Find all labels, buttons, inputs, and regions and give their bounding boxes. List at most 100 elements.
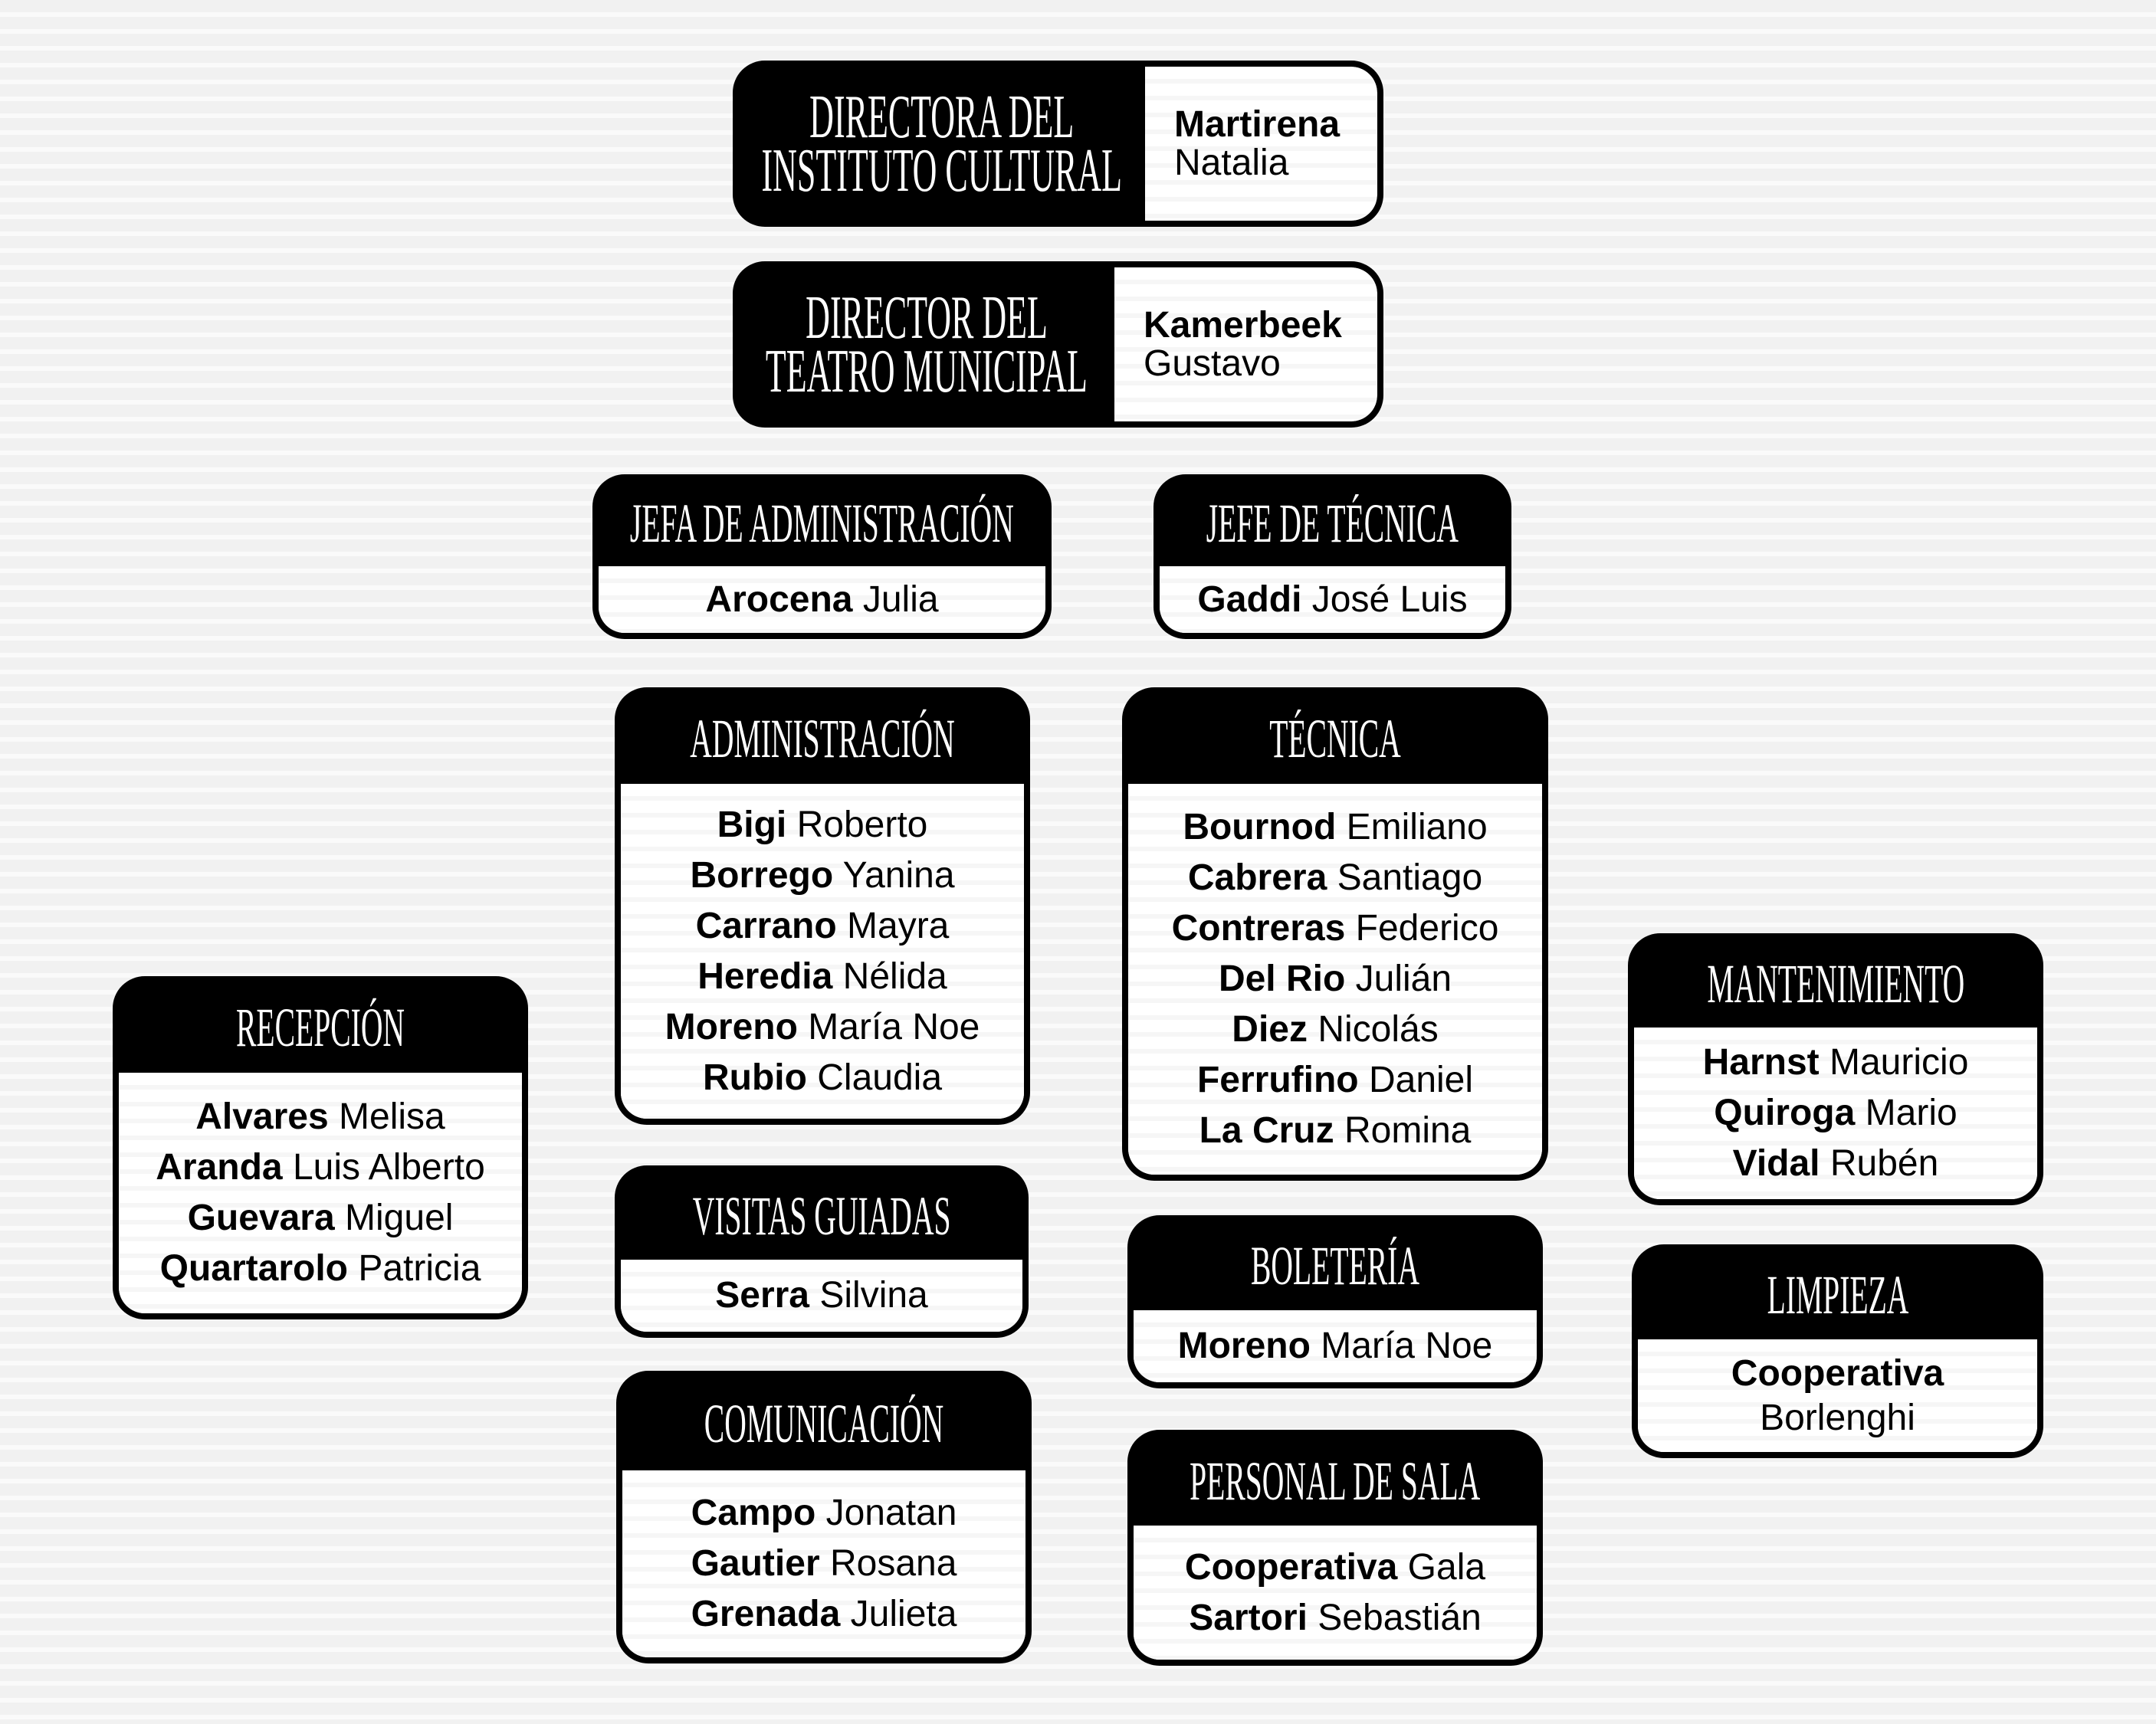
box-jefa-administracion: JEFA DE ADMINISTRACIÓN Arocena Julia [592, 474, 1052, 639]
person: Guevara Miguel [188, 1193, 454, 1244]
first-name: Gala [1407, 1546, 1486, 1588]
first-name: Julia [862, 578, 939, 620]
last-name: Cooperativa [1184, 1546, 1398, 1588]
person-first: Gustavo [1144, 343, 1281, 384]
person: Moreno María Noe [1178, 1321, 1493, 1372]
last-name: Kamerbeek [1144, 304, 1342, 346]
box-title-line: JEFE DE TÉCNICA [1206, 493, 1459, 554]
last-name: Cooperativa [1731, 1352, 1944, 1394]
last-name: Contreras [1171, 908, 1346, 949]
first-name: Jonatan [825, 1493, 957, 1533]
person: Gaddi José Luis [1197, 575, 1467, 625]
box-title: COMUNICACIÓN [622, 1377, 1025, 1470]
last-name: Moreno [665, 1006, 798, 1047]
first-name: Rubén [1829, 1143, 1939, 1184]
box-title-line: LIMPIEZA [1767, 1264, 1908, 1326]
box-title-line: PERSONAL DE SALA [1190, 1450, 1481, 1512]
last-name: Moreno [1177, 1326, 1311, 1366]
box-title: BOLETERÍA [1134, 1221, 1537, 1310]
box-members: Serra Silvina [621, 1260, 1022, 1332]
person: Contreras Federico [1172, 903, 1499, 954]
box-title-line: DIRECTOR DEL [806, 284, 1048, 352]
person: Carrano Mayra [696, 901, 950, 952]
last-name: Diez [1232, 1009, 1308, 1050]
first-name: Silvina [819, 1275, 928, 1316]
person: La Cruz Romina [1199, 1106, 1472, 1156]
first-name: Federico [1355, 908, 1499, 949]
box-title: JEFE DE TÉCNICA [1160, 480, 1505, 566]
box-title-line: TEATRO MUNICIPAL [765, 337, 1088, 405]
person: Harnst Mauricio [1703, 1037, 1969, 1088]
last-name: Gaddi [1197, 578, 1302, 620]
last-name: Arocena [705, 578, 853, 620]
person: Campo Jonatan [691, 1488, 957, 1539]
first-name: Miguel [345, 1198, 454, 1238]
last-name: Rubio [702, 1057, 807, 1098]
last-name: Guevara [187, 1198, 335, 1238]
box-title-line: COMUNICACIÓN [704, 1393, 944, 1454]
first-name: Claudia [817, 1057, 943, 1098]
person: Martirena [1174, 103, 1341, 145]
last-name: Borrego [690, 854, 834, 896]
last-name: Heredia [697, 955, 833, 997]
first-name: Rosana [829, 1543, 957, 1584]
last-name: Quiroga [1714, 1093, 1856, 1133]
box-title: PERSONAL DE SALA [1134, 1436, 1537, 1526]
box-title-line: DIRECTORA DEL [809, 83, 1075, 151]
first-name: María Noe [808, 1006, 980, 1047]
first-name: Julieta [850, 1594, 957, 1634]
person: Del Rio Julián [1219, 954, 1452, 1005]
first-name: Santiago [1337, 857, 1483, 898]
person: Quiroga Mario [1714, 1088, 1957, 1139]
person: Ferrufino Daniel [1197, 1055, 1473, 1106]
last-name: La Cruz [1199, 1110, 1334, 1151]
box-title-line: VISITAS GUIADAS [692, 1185, 951, 1247]
person: Serra Silvina [715, 1270, 928, 1321]
person: Gautier Rosana [691, 1539, 957, 1589]
first-name: Natalia [1174, 142, 1289, 183]
last-name: Martirena [1174, 103, 1341, 145]
box-members: Arocena Julia [599, 566, 1045, 633]
first-name: Borlenghi [1760, 1397, 1915, 1438]
first-name: José Luis [1311, 578, 1468, 620]
person-first: Borlenghi [1760, 1396, 1915, 1440]
person: Cooperativa [1731, 1352, 1944, 1396]
person: Aranda Luis Alberto [156, 1142, 485, 1193]
person: Bigi Roberto [717, 800, 928, 851]
person: Moreno María Noe [665, 1002, 980, 1053]
last-name: Alvares [195, 1096, 329, 1137]
first-name: Emiliano [1346, 807, 1488, 847]
first-name: Gustavo [1144, 343, 1281, 384]
last-name: Aranda [156, 1147, 283, 1188]
first-name: Luis Alberto [292, 1147, 485, 1188]
first-name: Mauricio [1829, 1042, 1969, 1083]
box-title-line: JEFA DE ADMINISTRACIÓN [630, 493, 1014, 554]
box-title: RECEPCIÓN [119, 982, 522, 1073]
person: Diez Nicolás [1232, 1005, 1438, 1055]
first-name: Nicolás [1318, 1009, 1439, 1050]
first-name: María Noe [1321, 1326, 1493, 1366]
last-name: Ferrufino [1196, 1060, 1359, 1100]
box-title-line: INSTITUTO CULTURAL [761, 136, 1123, 205]
first-name: Sebastián [1318, 1597, 1482, 1638]
person: Rubio Claudia [703, 1053, 942, 1103]
box-title: LIMPIEZA [1638, 1250, 2037, 1339]
box-title-line: MANTENIMIENTO [1707, 952, 1964, 1014]
